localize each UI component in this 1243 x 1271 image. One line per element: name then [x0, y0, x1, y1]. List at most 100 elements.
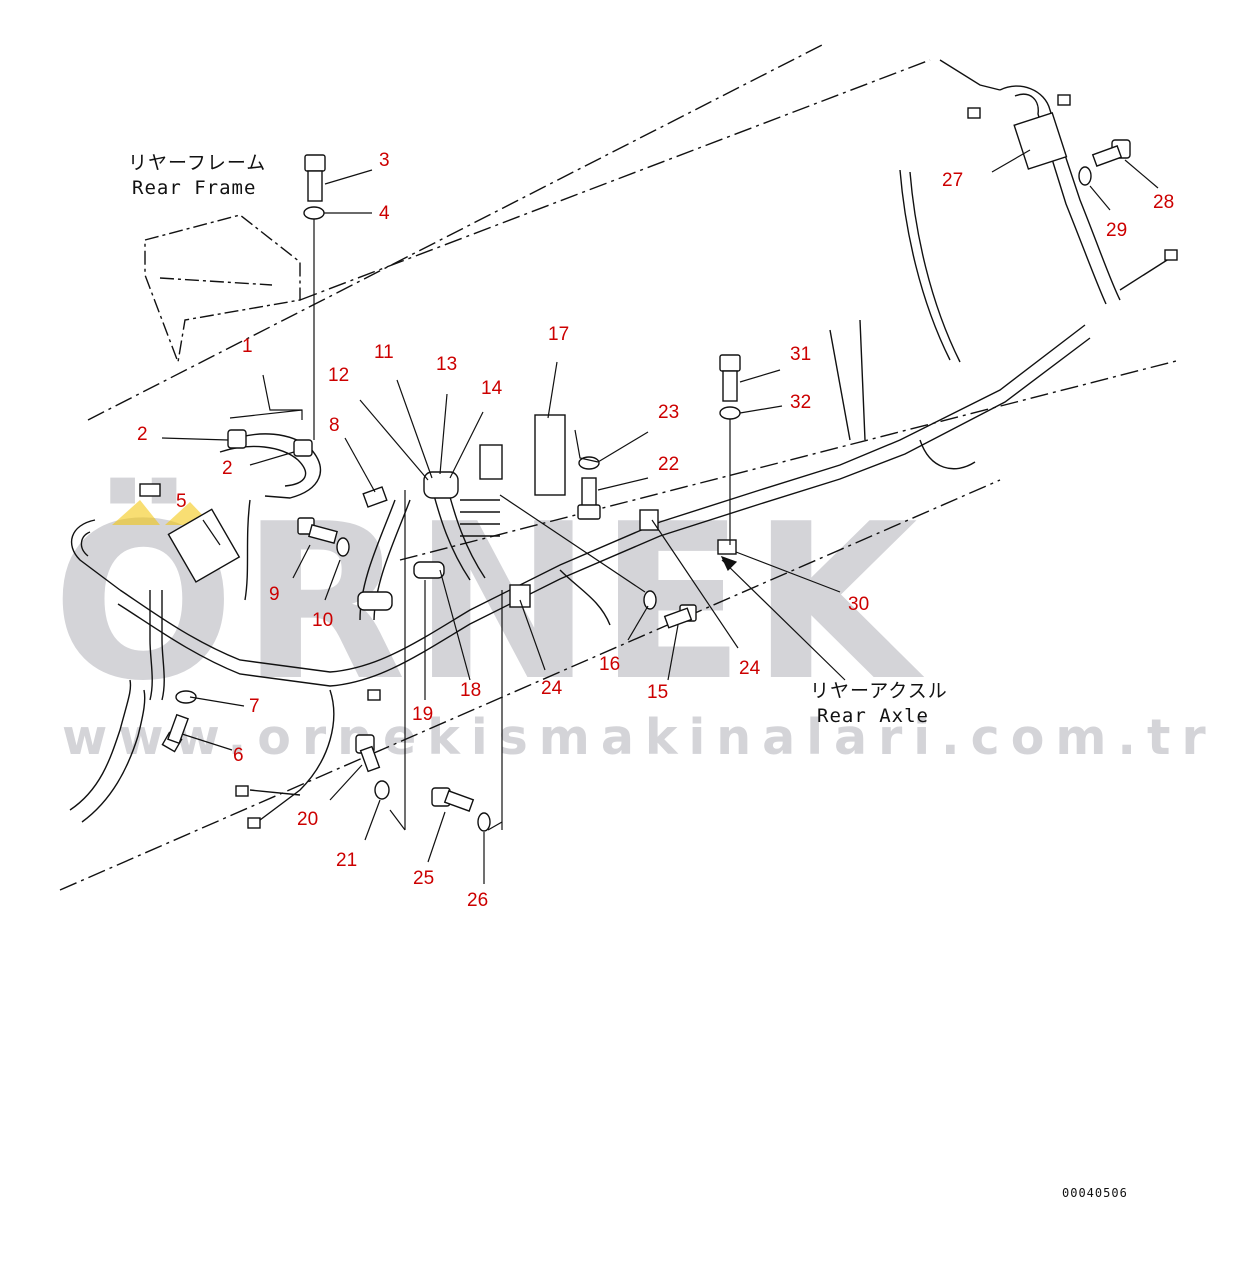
callout-30: 30	[848, 594, 870, 615]
frame-outline	[159, 277, 273, 286]
rear-frame-label-jp: リヤーフレーム	[128, 152, 267, 174]
washer	[477, 812, 491, 832]
leader-line	[439, 569, 471, 681]
leader-line	[427, 811, 446, 863]
wire	[919, 439, 976, 470]
bolt-shank	[167, 713, 189, 745]
clamp	[362, 486, 388, 508]
callout-24: 24	[739, 658, 761, 679]
callout-2: 2	[137, 424, 148, 445]
harness-bundle	[460, 499, 500, 537]
leader-line	[667, 624, 679, 681]
leader-line	[499, 494, 646, 593]
connector	[139, 483, 161, 497]
callout-17: 17	[548, 324, 570, 345]
wire	[909, 171, 961, 363]
callout-26: 26	[467, 890, 489, 911]
leader-line	[1124, 159, 1159, 189]
callout-13: 13	[436, 354, 458, 375]
clamp	[293, 439, 313, 457]
callout-18: 18	[460, 680, 482, 701]
watermark-url: www.ornekismakinalari.com.tr	[62, 709, 1217, 766]
connector	[367, 689, 381, 701]
callout-22: 22	[658, 454, 680, 475]
leader-line	[396, 379, 433, 479]
leader-line	[189, 696, 245, 707]
leader-line	[739, 405, 783, 414]
callout-15: 15	[647, 682, 669, 703]
bolt-head	[577, 504, 601, 520]
bolt-shank	[663, 607, 693, 629]
hose	[81, 689, 146, 823]
callout-24: 24	[541, 678, 563, 699]
leader-line	[991, 149, 1031, 173]
leader-line	[597, 431, 649, 463]
callout-19: 19	[412, 704, 434, 725]
upper-harness	[1119, 254, 1176, 291]
leader-line	[161, 437, 229, 441]
leader-line	[574, 429, 599, 463]
leader-line	[487, 821, 503, 831]
bolt-shank	[1091, 145, 1123, 167]
bolt-shank	[359, 745, 381, 773]
wire	[161, 590, 165, 701]
bracket	[167, 508, 241, 583]
upper-harness	[939, 59, 1001, 91]
callout-29: 29	[1106, 220, 1128, 241]
leader-line	[519, 599, 546, 671]
relay-bracket	[534, 414, 566, 496]
callout-6: 6	[233, 745, 244, 766]
callout-12: 12	[328, 365, 350, 386]
harness-loop	[80, 531, 91, 557]
bolt-shank	[308, 523, 338, 545]
callout-14: 14	[481, 378, 503, 399]
leader-line	[449, 411, 484, 479]
connector	[967, 107, 981, 119]
callout-3: 3	[379, 150, 390, 171]
callout-10: 10	[312, 610, 334, 631]
leader-line	[344, 437, 376, 493]
callout-27: 27	[942, 170, 964, 191]
rear-frame-block	[144, 214, 301, 365]
harness-loop	[70, 519, 121, 591]
bolt-shank	[307, 170, 323, 202]
rear-frame-label: Rear Frame	[132, 177, 257, 199]
leader-line	[329, 764, 363, 801]
washer	[578, 456, 600, 470]
leader-line	[324, 559, 341, 601]
callout-28: 28	[1153, 192, 1175, 213]
wire	[244, 499, 251, 601]
clamp	[717, 539, 737, 555]
callout-23: 23	[658, 402, 680, 423]
leader-line	[389, 809, 406, 831]
hose	[69, 679, 132, 811]
callout-16: 16	[599, 654, 621, 675]
callout-11: 11	[374, 342, 394, 363]
callout-8: 8	[329, 415, 340, 436]
clamp	[357, 591, 393, 611]
leader-line	[229, 409, 303, 420]
washer	[175, 690, 197, 704]
logo-accent	[112, 500, 160, 525]
arrowhead	[720, 555, 738, 572]
leader-line	[324, 169, 373, 185]
callout-4: 4	[379, 203, 390, 224]
callout-7: 7	[249, 696, 260, 717]
washer	[719, 406, 741, 420]
bolt-head	[304, 154, 326, 172]
connector	[235, 785, 249, 797]
wire	[559, 569, 611, 626]
leader-line	[292, 544, 311, 579]
leader-line	[202, 519, 221, 546]
washer	[303, 206, 325, 220]
wire	[829, 319, 866, 441]
callout-32: 32	[790, 392, 812, 413]
callout-25: 25	[413, 868, 435, 889]
main-harness	[117, 337, 1091, 687]
axle-outline	[59, 479, 1001, 891]
leader-line	[547, 361, 558, 419]
wire	[259, 689, 335, 821]
bolt-head	[719, 354, 741, 372]
bolt-shank	[722, 370, 738, 402]
frame-outline	[87, 44, 823, 421]
